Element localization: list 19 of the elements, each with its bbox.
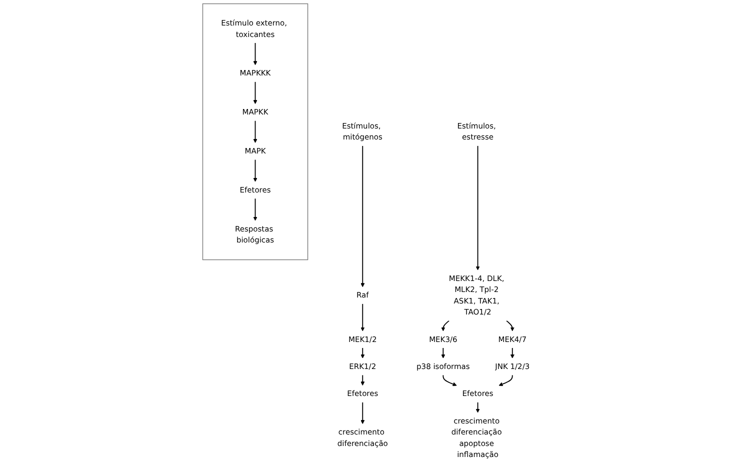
arrow: [510, 347, 514, 358]
arrow: [506, 320, 514, 332]
arrow: [476, 402, 480, 413]
arrow: [442, 374, 457, 386]
arrow: [441, 320, 450, 332]
arrow: [360, 374, 365, 386]
arrow: [253, 198, 258, 221]
arrow: [253, 81, 258, 104]
arrow: [360, 347, 365, 358]
arrow: [253, 42, 258, 66]
arrow: [498, 374, 513, 386]
arrow: [360, 145, 365, 288]
arrow: [441, 347, 446, 358]
cluster: [202, 3, 308, 260]
arrow: [476, 145, 480, 270]
arrow: [360, 402, 365, 424]
arrow: [360, 303, 365, 332]
arrow: [253, 159, 258, 182]
arrow: [253, 120, 258, 143]
